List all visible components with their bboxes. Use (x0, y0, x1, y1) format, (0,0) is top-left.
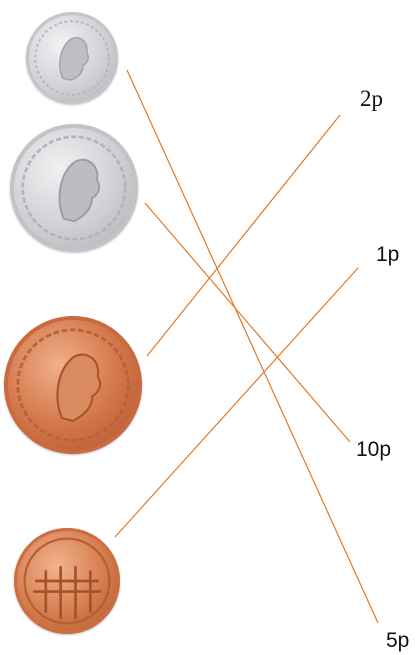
label-10p: 10p (356, 439, 391, 460)
queen-head-icon (26, 12, 118, 104)
match-line-10p (145, 203, 350, 442)
label-5p: 5p (386, 630, 409, 651)
2p-coin-image (4, 316, 142, 454)
10p-coin-image (10, 124, 138, 252)
match-line-5p (127, 70, 378, 623)
1p-coin-image (14, 528, 120, 634)
match-line-1p (115, 268, 358, 537)
match-line-2p (147, 115, 340, 356)
label-2p: 2p (360, 87, 383, 110)
queen-head-icon (4, 316, 142, 454)
5p-coin-image (26, 12, 118, 104)
label-1p: 1p (376, 244, 399, 265)
portcullis-icon (14, 528, 120, 634)
queen-head-icon (10, 124, 138, 252)
